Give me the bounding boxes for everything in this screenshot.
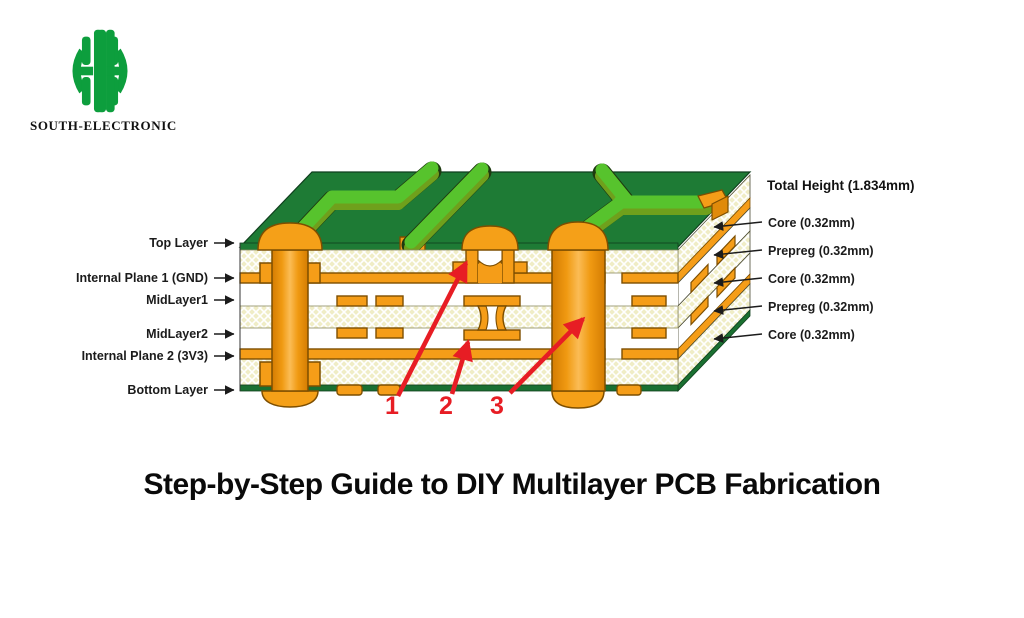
label-midlayer2: MidLayer2 <box>146 327 208 341</box>
label-prepreg-2: Prepreg (0.32mm) <box>768 300 874 314</box>
label-midlayer1: MidLayer1 <box>146 293 208 307</box>
midlayer1-pad <box>336 295 368 307</box>
through-via-right <box>547 221 609 409</box>
label-total-height: Total Height (1.834mm) <box>767 178 915 193</box>
label-core-3: Core (0.32mm) <box>768 328 855 342</box>
south-electronic-logo-icon <box>72 29 128 113</box>
pcb-front-face <box>239 221 679 409</box>
label-bottom-layer: Bottom Layer <box>127 383 208 397</box>
top-copper-traces <box>290 161 729 255</box>
side-face-copper-pads <box>690 234 736 327</box>
pcb-top-face <box>238 161 752 255</box>
label-top-layer: Top Layer <box>149 236 208 250</box>
through-via-left <box>257 222 323 408</box>
company-name: SOUTH-ELECTRONIC <box>30 118 177 133</box>
label-core-2: Core (0.32mm) <box>768 272 855 286</box>
layer-labels-right: Total Height (1.834mm) Core (0.32mm) Pre… <box>713 178 915 343</box>
label-internal-plane-1: Internal Plane 1 (GND) <box>76 271 208 285</box>
company-logo: SOUTH-ELECTRONIC <box>30 28 177 134</box>
callout-2: 2 <box>439 392 453 420</box>
via-callouts: 1 2 3 <box>385 260 586 420</box>
callout-3: 3 <box>490 392 504 420</box>
page-title: Step-by-Step Guide to DIY Multilayer PCB… <box>143 468 881 501</box>
buried-via <box>463 295 521 341</box>
blind-via <box>452 225 528 284</box>
midlayer2-pad <box>336 327 368 339</box>
layer-labels-left: Top Layer Internal Plane 1 (GND) MidLaye… <box>76 236 235 397</box>
callout-1: 1 <box>385 392 399 420</box>
label-prepreg-1: Prepreg (0.32mm) <box>768 244 874 258</box>
label-core-1: Core (0.32mm) <box>768 216 855 230</box>
label-internal-plane-2: Internal Plane 2 (3V3) <box>82 349 208 363</box>
